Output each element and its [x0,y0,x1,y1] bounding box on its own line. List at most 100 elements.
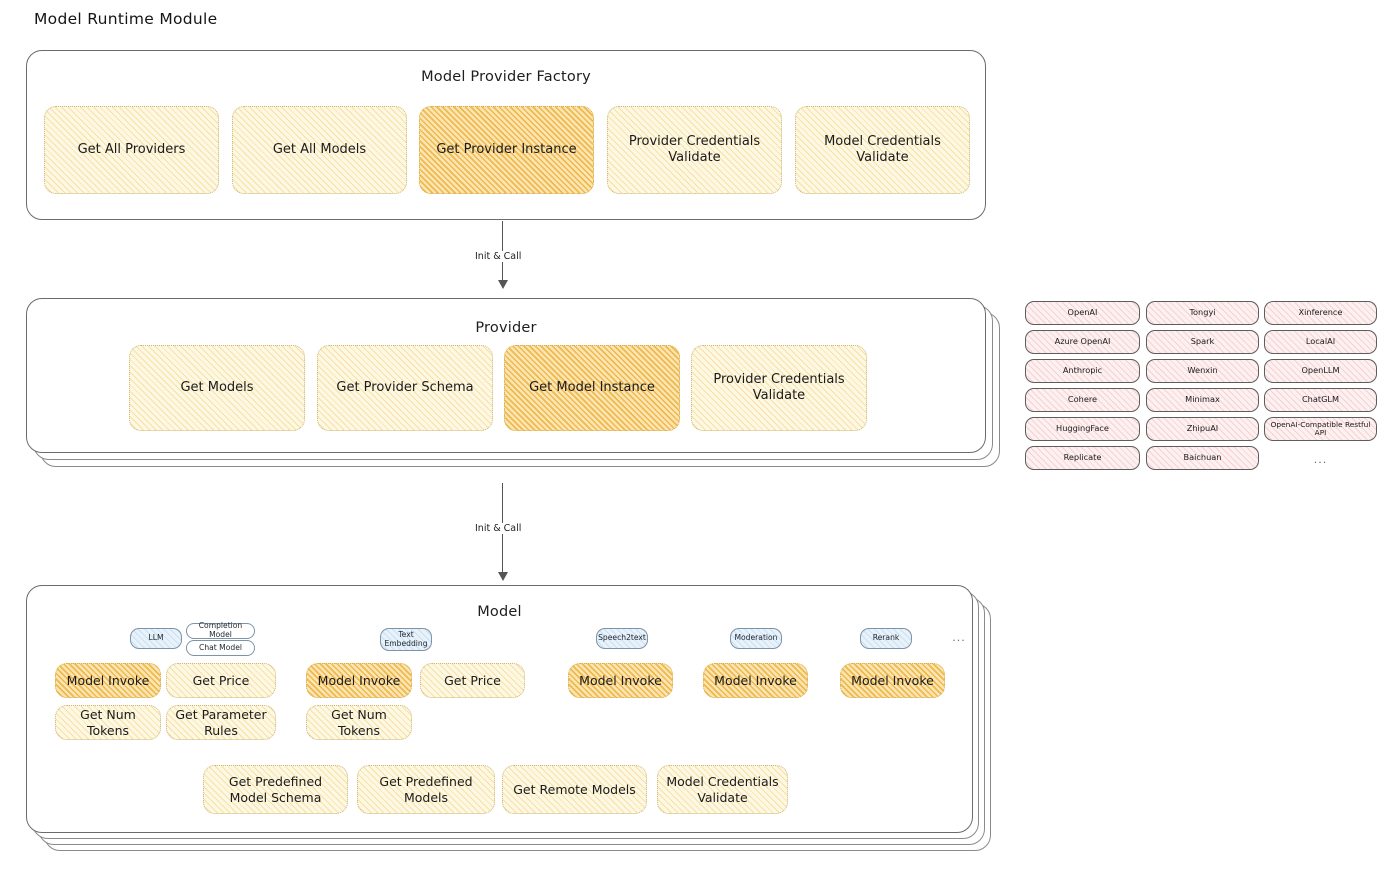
speech2text-node-label: Model Invoke [579,672,662,688]
model-type-tag-llm[interactable]: LLM [130,628,182,649]
model-type-tag-moderation[interactable]: Moderation [730,628,782,649]
factory-node-label: Model Credentials Validate [824,134,941,165]
factory-node-label: Get All Providers [77,142,186,158]
llm-node-label: Model Invoke [66,672,150,688]
llm-node-label: Get Num Tokens [80,707,136,738]
page-title: Model Runtime Module [34,10,218,28]
moderation-node-label: Model Invoke [714,672,797,688]
model-type-tag-rerank[interactable]: Rerank [860,628,912,649]
model-type-more: ... [945,629,973,647]
speech2text-node-model-invoke[interactable]: Model Invoke [568,663,673,698]
llm-node-get-num-tokens[interactable]: Get Num Tokens [55,705,161,740]
provider-chip-label: ZhipuAI [1186,423,1219,434]
rerank-node-model-invoke[interactable]: Model Invoke [840,663,945,698]
arrow-provider-to-model-head [498,572,508,581]
model-shared-label: Model Credentials Validate [666,774,779,805]
embedding-node-label: Get Num Tokens [331,707,387,738]
provider-chip[interactable]: LocalAI [1264,330,1377,354]
llm-node-get-parameter-rules[interactable]: Get Parameter Rules [166,705,276,740]
provider-chip[interactable]: OpenAI [1025,301,1140,325]
factory-node-get-all-providers[interactable]: Get All Providers [44,106,219,194]
provider-chip[interactable]: Minimax [1146,388,1259,412]
provider-chip-more: ... [1264,450,1377,470]
model-subtag-completion-model[interactable]: Completion Model [186,621,255,639]
provider-chip-label: Minimax [1185,394,1220,405]
provider-chip-label: Anthropic [1062,365,1103,376]
provider-chip[interactable]: Azure OpenAI [1025,330,1140,354]
model-type-tag-label: Speech2text [598,633,646,643]
provider-chip[interactable]: HuggingFace [1025,417,1140,441]
model-type-more-label: ... [952,630,966,644]
arrow-factory-to-provider-label: Init & Call [472,251,525,262]
provider-node-get-model-instance[interactable]: Get Model Instance [504,345,680,431]
model-subtag-chat-model[interactable]: Chat Model [186,640,255,656]
provider-node-provider-credentials-validate[interactable]: Provider Credentials Validate [691,345,867,431]
model-subtag-label: Completion Model [198,621,243,639]
model-shared-get-remote-models[interactable]: Get Remote Models [502,765,647,814]
provider-node-get-provider-schema[interactable]: Get Provider Schema [317,345,493,431]
provider-chip[interactable]: Anthropic [1025,359,1140,383]
provider-chip[interactable]: ChatGLM [1264,388,1377,412]
provider-chip-label: Tongyi [1189,307,1216,318]
provider-chip-label: Wenxin [1187,365,1218,376]
model-shared-get-predefined-models[interactable]: Get Predefined Models [357,765,495,814]
provider-chip[interactable]: Tongyi [1146,301,1259,325]
model-type-tag-label: Rerank [872,633,900,643]
arrow-provider-to-model-label: Init & Call [472,523,525,534]
provider-chip[interactable]: OpenAI-Compatible Restful API [1264,417,1377,441]
provider-chip-label: Cohere [1067,394,1098,405]
llm-node-get-price[interactable]: Get Price [166,663,276,698]
model-type-tag-label: LLM [148,633,164,643]
provider-title: Provider [475,320,537,336]
provider-chip-label: ... [1313,452,1328,466]
model-shared-label: Get Predefined Model Schema [228,774,323,805]
provider-chip-label: ChatGLM [1301,394,1340,405]
provider-node-label: Get Model Instance [529,380,655,396]
model-shared-label: Get Predefined Models [379,774,473,805]
provider-chip-label: Spark [1190,336,1215,347]
llm-node-label: Get Price [192,672,250,688]
factory-node-model-credentials-validate[interactable]: Model Credentials Validate [795,106,970,194]
provider-chip[interactable]: Replicate [1025,446,1140,470]
provider-node-label: Provider Credentials Validate [713,372,845,403]
factory-node-label: Provider Credentials Validate [628,134,761,165]
model-shared-model-credentials-validate[interactable]: Model Credentials Validate [657,765,788,814]
provider-chip[interactable]: Xinference [1264,301,1377,325]
embedding-node-get-price[interactable]: Get Price [420,663,525,698]
model-subtag-label: Chat Model [199,642,242,652]
moderation-node-model-invoke[interactable]: Model Invoke [703,663,808,698]
provider-chip[interactable]: ZhipuAI [1146,417,1259,441]
provider-chip-label: Baichuan [1183,452,1222,463]
provider-chip-label: LocalAI [1305,336,1336,347]
factory-node-get-provider-instance[interactable]: Get Provider Instance [419,106,594,194]
provider-node-get-models[interactable]: Get Models [129,345,305,431]
model-type-tag-text-embedding[interactable]: Text Embedding [380,628,432,651]
provider-chip[interactable]: Wenxin [1146,359,1259,383]
model-shared-get-predefined-model-schema[interactable]: Get Predefined Model Schema [203,765,348,814]
provider-node-label: Get Models [180,380,254,396]
model-type-tag-label: Moderation [734,633,778,643]
embedding-node-label: Model Invoke [317,672,401,688]
provider-chip-label: Replicate [1063,452,1102,463]
model-title: Model [477,604,522,620]
provider-chip[interactable]: Spark [1146,330,1259,354]
factory-node-get-all-models[interactable]: Get All Models [232,106,407,194]
provider-chip-label: Xinference [1298,307,1343,318]
llm-node-label: Get Parameter Rules [175,707,267,738]
model-provider-factory-title: Model Provider Factory [421,69,591,85]
embedding-node-model-invoke[interactable]: Model Invoke [306,663,412,698]
model-type-tag-label: Text Embedding [384,629,428,648]
llm-node-model-invoke[interactable]: Model Invoke [55,663,161,698]
provider-chip-label: OpenAI [1067,307,1098,318]
provider-node-label: Get Provider Schema [336,380,474,396]
provider-chip[interactable]: OpenLLM [1264,359,1377,383]
factory-node-label: Get Provider Instance [436,142,577,158]
provider-chip-label: HuggingFace [1056,423,1109,434]
arrow-factory-to-provider-head [498,280,508,289]
factory-node-provider-credentials-validate[interactable]: Provider Credentials Validate [607,106,782,194]
embedding-node-get-num-tokens[interactable]: Get Num Tokens [306,705,412,740]
model-shared-label: Get Remote Models [513,781,636,797]
provider-chip[interactable]: Cohere [1025,388,1140,412]
model-type-tag-speech2text[interactable]: Speech2text [596,628,648,649]
provider-chip[interactable]: Baichuan [1146,446,1259,470]
